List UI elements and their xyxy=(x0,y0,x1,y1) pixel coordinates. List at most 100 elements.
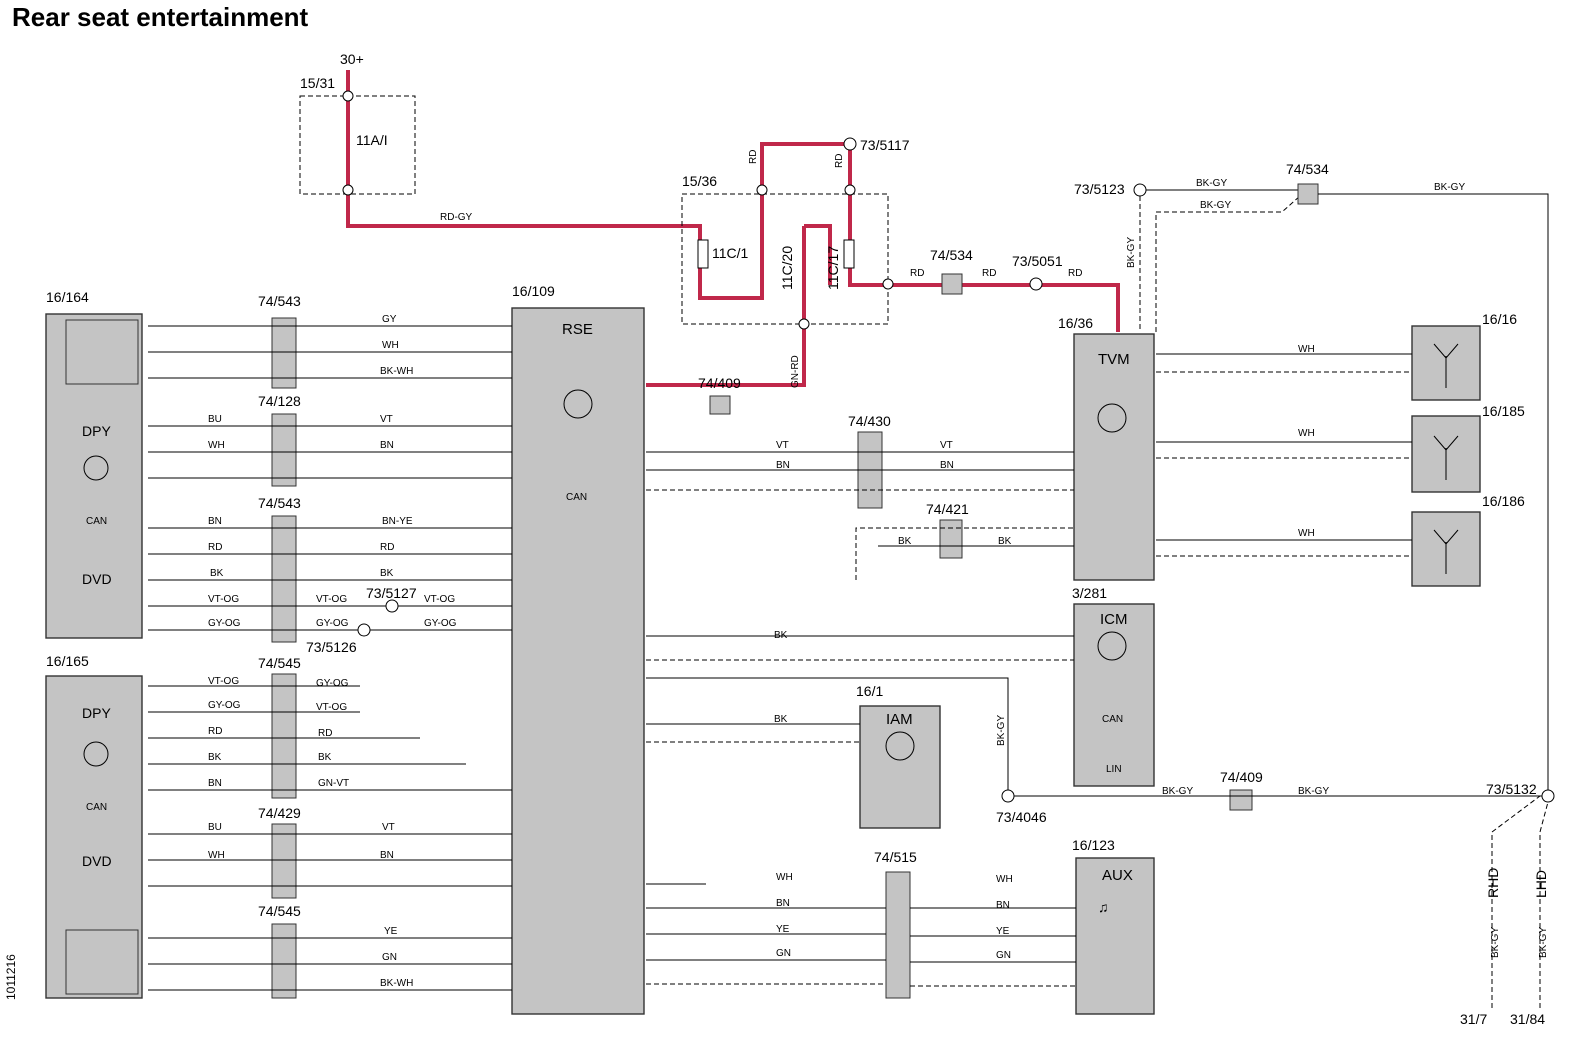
transistor-icon xyxy=(1097,631,1127,661)
wire-label-rd: RD xyxy=(748,150,759,164)
relay-terminal xyxy=(844,184,856,196)
antenna2-id: 16/185 xyxy=(1482,403,1525,419)
splice-73-4046-label: 73/4046 xyxy=(996,809,1047,825)
ground-31-84-label: 31/84 xyxy=(1510,1011,1545,1027)
wire-label: BK xyxy=(318,752,332,763)
wire-label: BN xyxy=(208,516,222,527)
wire-label: BK-GY xyxy=(1298,786,1329,797)
conn-74-534-label: 74/534 xyxy=(930,247,973,263)
splice-73-5127-label: 73/5127 xyxy=(366,585,417,601)
rhd-label: RHD xyxy=(1485,868,1501,898)
fuse-box-label: 15/31 xyxy=(300,75,335,91)
wire-label: VT-OG xyxy=(208,594,239,605)
wire-label: BU xyxy=(208,414,222,425)
fuse-11c1 xyxy=(697,239,709,269)
wire-label: WH xyxy=(1298,428,1315,439)
wire-label: VT xyxy=(940,440,953,451)
transistor-icon xyxy=(1097,403,1127,433)
wire-label-bkgy: BK-GY xyxy=(1434,182,1465,193)
iam-module-name: IAM xyxy=(886,711,913,728)
conn-74-534-b xyxy=(1297,183,1319,205)
splice-73-5117-label: 73/5117 xyxy=(860,137,910,153)
wire-label: GN xyxy=(776,948,791,959)
conn-74-409b-label: 74/409 xyxy=(1220,769,1263,785)
wire-label-bkgy: BK-GY xyxy=(1196,178,1227,189)
conn-74-545-label: 74/545 xyxy=(258,655,301,671)
conn-74-543b-label: 74/543 xyxy=(258,495,301,511)
splice-73-5126 xyxy=(357,623,371,637)
wire-label: BK xyxy=(898,536,912,547)
wire-label: WH xyxy=(1298,528,1315,539)
wire-label: VT xyxy=(382,822,395,833)
wire-label: GN xyxy=(996,950,1011,961)
wire-label: BN xyxy=(776,460,790,471)
conn-74-545b-label: 74/545 xyxy=(258,903,301,919)
conn-74-515-label: 74/515 xyxy=(874,849,917,865)
transistor-icon xyxy=(83,741,109,767)
wire-label: BU xyxy=(208,822,222,833)
display1-dvd: DVD xyxy=(82,571,112,587)
fuse-11c17-label: 11C/17 xyxy=(825,246,841,290)
wires-icm xyxy=(646,635,1074,796)
conn-74-430-label: 74/430 xyxy=(848,413,891,429)
display2-can: CAN xyxy=(86,802,107,813)
splice-73-5117 xyxy=(843,137,857,151)
music-note-icon: ♫ xyxy=(1098,899,1109,915)
wire-label-rd: RD xyxy=(910,268,924,279)
splice-73-5127 xyxy=(385,599,399,613)
splice-73-5123 xyxy=(1133,183,1147,197)
fuse-label: 11A/I xyxy=(356,132,388,148)
aux-module-id: 16/123 xyxy=(1072,837,1115,853)
iam-module-id: 16/1 xyxy=(856,683,883,699)
relay-box-label: 15/36 xyxy=(682,173,717,189)
wire-label-rd: RD xyxy=(982,268,996,279)
wire-label: WH xyxy=(776,872,793,883)
wire-label: BN-YE xyxy=(382,516,413,527)
diagram-title: Rear seat entertainment xyxy=(12,2,309,32)
wire-74-421-shield xyxy=(855,527,1074,580)
wire-label-bkgy: BK-GY xyxy=(1126,237,1137,268)
wire-label: YE xyxy=(776,924,790,935)
tvm-module xyxy=(1073,333,1155,581)
transistor-icon xyxy=(885,731,915,761)
wire-label: GY-OG xyxy=(208,700,241,711)
wire-label: BK-GY xyxy=(996,715,1007,746)
conn-74-429-label: 74/429 xyxy=(258,805,301,821)
can-wires-tvm xyxy=(646,451,1074,471)
icm-module xyxy=(1073,603,1155,787)
wire-label: WH xyxy=(208,850,225,861)
fuse-terminal xyxy=(342,90,354,102)
wire-label: WH xyxy=(382,340,399,351)
display1-dpy: DPY xyxy=(82,423,111,439)
splice-73-5123-label: 73/5123 xyxy=(1074,181,1125,197)
rse-module-id: 16/109 xyxy=(512,283,555,299)
antenna1-id: 16/16 xyxy=(1482,311,1517,327)
ground-wires xyxy=(1491,795,1549,1008)
wire-label: BK-WH xyxy=(380,366,413,377)
icm-lin-label: LIN xyxy=(1106,764,1122,775)
lhd-label: LHD xyxy=(1533,870,1549,898)
fuse-11c17 xyxy=(843,239,855,269)
transistor-icon xyxy=(83,455,109,481)
icm-module-name: ICM xyxy=(1100,611,1128,628)
red-wire-main xyxy=(346,70,1120,332)
conn-74-421 xyxy=(939,519,963,559)
wire-label: YE xyxy=(384,926,398,937)
rse-module-name: RSE xyxy=(562,321,593,338)
conn-74-543 xyxy=(271,317,297,389)
display2-dpy: DPY xyxy=(82,705,111,721)
conn-74-409-label: 74/409 xyxy=(698,375,741,391)
aux-module-name: AUX xyxy=(1102,867,1133,884)
antenna-shields xyxy=(1156,371,1412,557)
wire-label: BK xyxy=(774,714,788,725)
splice-73-4046 xyxy=(1001,789,1015,803)
fuse-terminal xyxy=(342,184,354,196)
conn-74-534-b-label: 74/534 xyxy=(1286,161,1329,177)
conn-74-421-label: 74/421 xyxy=(926,501,969,517)
conn-74-409 xyxy=(709,395,731,415)
wires-aux-right xyxy=(910,907,1076,963)
splice-73-5126-label: 73/5126 xyxy=(306,639,357,655)
wire-label: BK xyxy=(208,752,222,763)
wire-label: BK-GY xyxy=(1538,927,1549,958)
wire-label-gnrd: GN-RD xyxy=(790,355,801,388)
